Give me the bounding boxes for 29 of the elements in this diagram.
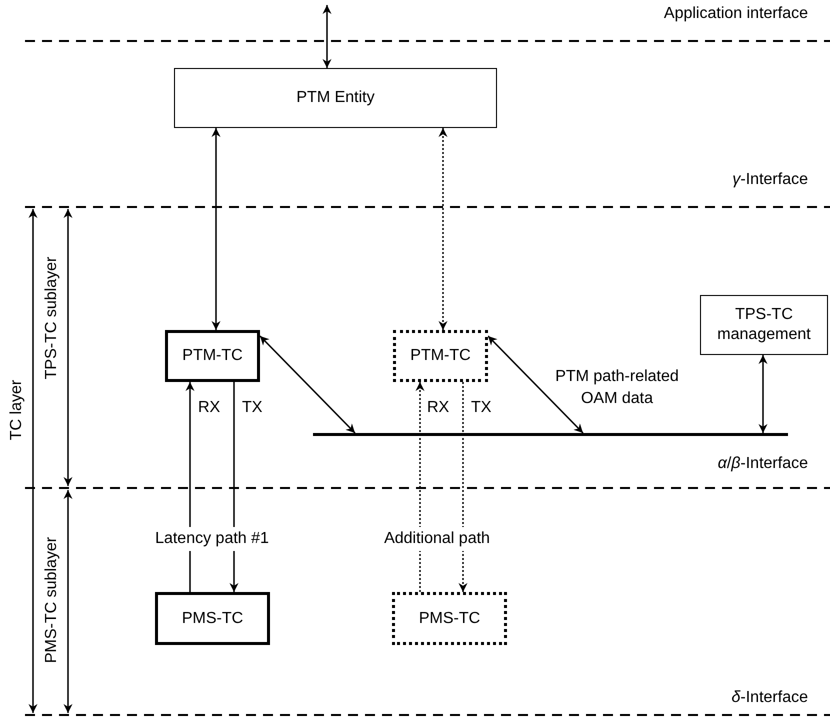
layer-label: PTM path-related OAM data xyxy=(554,367,680,409)
layer-label: RX xyxy=(198,398,220,418)
layer-label: TC layer xyxy=(7,380,26,440)
process-box: PTM Entity xyxy=(174,68,497,128)
arrow xyxy=(322,5,332,68)
arrow xyxy=(487,335,584,434)
layer-label: TX xyxy=(471,398,492,418)
arrow xyxy=(458,382,468,592)
layer-label: PMS-TC sublayer xyxy=(42,536,61,664)
process-box: PMS-TC xyxy=(392,592,507,645)
arrow xyxy=(186,382,194,592)
process-box: PMS-TC xyxy=(155,592,270,645)
process-box: PTM-TC xyxy=(165,330,260,382)
process-box: TPS-TC management xyxy=(700,295,828,355)
arrow xyxy=(438,128,448,330)
layer-label: γ-Interface xyxy=(731,170,808,190)
layer-label: TX xyxy=(242,398,262,418)
layer-label: α/β-Interface xyxy=(716,454,808,474)
bus-line xyxy=(313,433,788,436)
arrow xyxy=(212,128,220,330)
arrow xyxy=(259,335,356,434)
layer-label: RX xyxy=(427,398,450,418)
process-box: PTM-TC xyxy=(393,330,488,382)
layer-label: TPS-TC sublayer xyxy=(42,256,61,380)
arrow xyxy=(758,355,768,433)
layer-label: Application interface xyxy=(662,4,808,24)
arrow xyxy=(230,382,238,592)
layer-label: δ-Interface xyxy=(730,688,808,708)
arrow xyxy=(416,382,424,592)
